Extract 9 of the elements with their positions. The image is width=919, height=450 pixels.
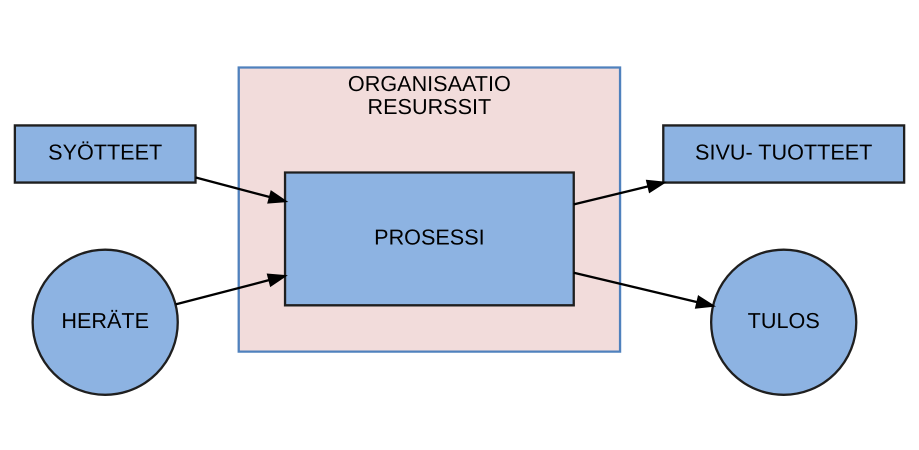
node-box: SYÖTTEET [14, 124, 197, 184]
arrow [175, 273, 288, 306]
node-circle: HERÄTE [31, 248, 179, 396]
node-circle: TULOS [710, 248, 858, 396]
node-box: SIVU- TUOTTEET [662, 124, 906, 184]
node-box: PROSESSI [284, 171, 575, 306]
arrow [195, 176, 288, 204]
arrow [574, 272, 716, 309]
arrow [574, 180, 667, 206]
